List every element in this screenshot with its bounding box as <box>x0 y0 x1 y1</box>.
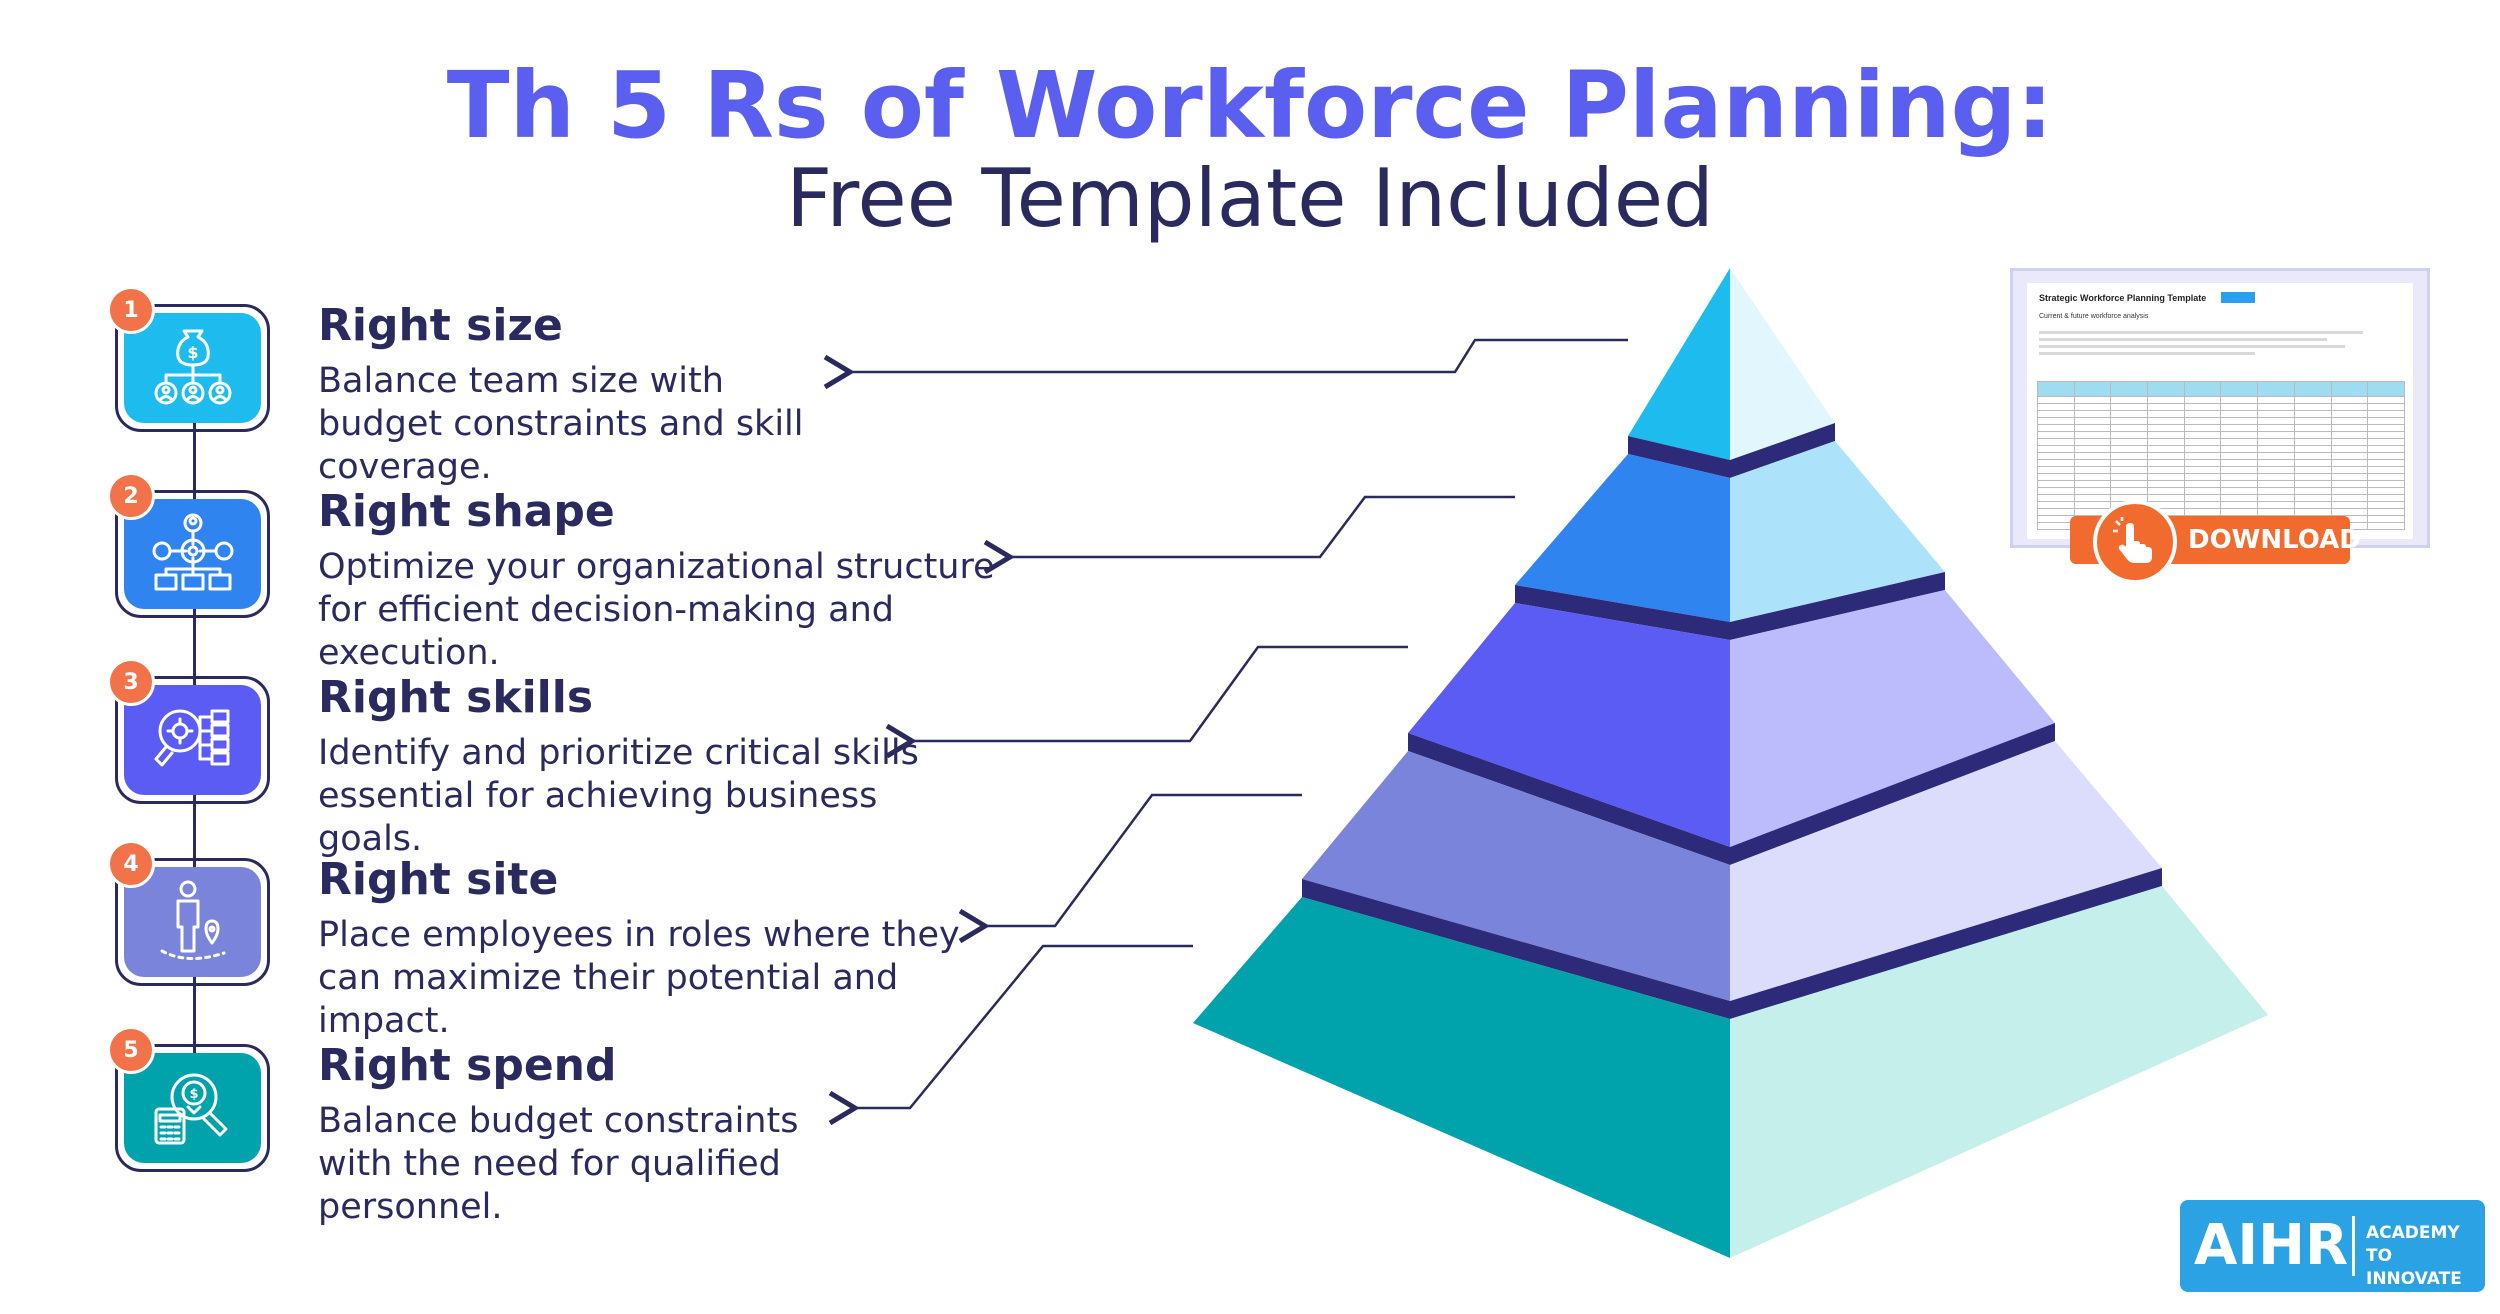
pyramid-separator-2 <box>1515 572 1945 640</box>
sheet-grid <box>2037 381 2405 530</box>
leader-line-right-size <box>823 338 1628 390</box>
budget-hierarchy-icon: $ <box>154 329 231 405</box>
step-description: Balance team size with budget constraint… <box>318 361 804 487</box>
step-description: Place employees in roles where they can … <box>318 915 960 1041</box>
brand-divider <box>2352 1216 2355 1276</box>
leader-line-right-shape <box>983 495 1515 575</box>
pyramid-tier-3-right-face <box>1730 590 2055 847</box>
pyramid-tier-4-right-face <box>1730 741 2162 1001</box>
download-hand-button[interactable] <box>2093 500 2177 584</box>
page-subtitle: Free Template Included <box>786 152 1714 245</box>
pyramid-tier-2-right-face <box>1730 441 1945 622</box>
page-title: Th 5 Rs of Workforce Planning: <box>446 52 2054 159</box>
step-description: Balance budget constraints with the need… <box>318 1101 799 1227</box>
template-sheet-thumbnail: Strategic Workforce Planning Template Cu… <box>2027 283 2413 539</box>
svg-text:$: $ <box>189 1087 198 1102</box>
step-number-badge: 1 <box>107 286 155 334</box>
step-title: Right spend <box>318 1040 617 1091</box>
step-title: Right size <box>318 300 563 351</box>
person-location-icon <box>160 880 225 961</box>
step-title: Right shape <box>318 486 615 537</box>
step-icon-box: $ <box>115 1044 270 1172</box>
brand-logo: AIHR ACADEMY TO INNOVATE HR <box>2180 1200 2485 1312</box>
step-icon-box <box>115 676 270 804</box>
step-description: Identify and prioritize critical skills … <box>318 733 919 859</box>
step-number-badge: 5 <box>107 1026 155 1074</box>
pyramid-tier-2-left-face <box>1515 454 1730 622</box>
pyramid-separator-4 <box>1302 868 2162 1019</box>
step-icon-box <box>115 858 270 986</box>
hand-pointer-icon <box>2113 517 2152 563</box>
pyramid-tier-5-left-face <box>1193 897 1730 1258</box>
pyramid-tier-1-right-face <box>1730 268 1835 460</box>
pyramid-tier-1-left-face <box>1628 268 1730 460</box>
org-structure-icon <box>152 513 233 591</box>
sheet-logo-badge <box>2221 292 2255 303</box>
brand-mark: AIHR <box>2194 1213 2349 1278</box>
step-title: Right skills <box>318 672 594 723</box>
skills-analysis-icon <box>154 709 229 767</box>
sheet-subtitle: Current & future workforce analysis <box>2039 313 2149 320</box>
step-description: Optimize your organizational structure f… <box>318 547 995 673</box>
leader-line-right-site <box>958 793 1302 944</box>
step-icon-box <box>115 490 270 618</box>
svg-text:$: $ <box>187 343 198 362</box>
pyramid-tier-4-left-face <box>1302 751 1730 1001</box>
step-title: Right site <box>318 854 559 905</box>
pyramid-separator-1 <box>1628 423 1835 478</box>
sheet-text-lines <box>2039 331 2399 359</box>
pyramid-tier-5-right-face <box>1730 886 2268 1258</box>
step-icon-box: $ <box>115 304 270 432</box>
template-preview-card[interactable]: Strategic Workforce Planning Template Cu… <box>2010 268 2430 548</box>
spend-calculator-icon: $ <box>154 1073 227 1145</box>
pyramid-separator-3 <box>1408 723 2055 865</box>
leader-line-right-spend <box>828 944 1193 1126</box>
sheet-title: Strategic Workforce Planning Template <box>2039 293 2207 303</box>
leader-line-right-skills <box>885 645 1408 759</box>
brand-tagline: ACADEMY TO INNOVATE HR <box>2366 1223 2462 1312</box>
step-number-badge: 3 <box>107 658 155 706</box>
step-number-badge: 4 <box>107 840 155 888</box>
step-number-badge: 2 <box>107 472 155 520</box>
pyramid-tier-3-left-face <box>1408 603 1730 847</box>
